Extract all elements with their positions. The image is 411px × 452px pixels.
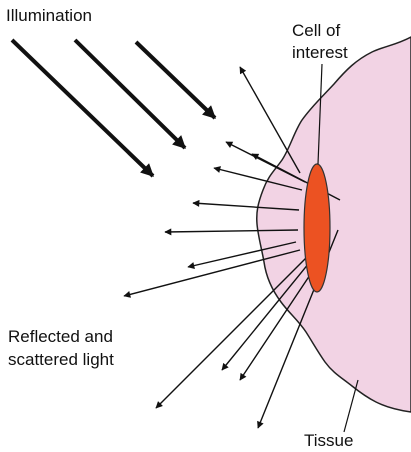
tissue-label: Tissue <box>304 431 353 450</box>
cell-label-line1: Cell of <box>292 21 340 40</box>
cell-label-line2: interest <box>292 43 348 62</box>
illumination-label: Illumination <box>6 6 92 25</box>
scatter-arrow <box>240 67 300 173</box>
illumination-arrows <box>12 40 215 176</box>
illumination-arrow <box>12 40 153 176</box>
cell-of-interest <box>304 164 330 292</box>
reflected-label-line1: Reflected and <box>8 327 113 346</box>
tissue-region <box>257 37 411 412</box>
illumination-arrow <box>75 40 185 148</box>
reflected-label-line2: scattered light <box>8 350 114 369</box>
scatter-arrow <box>156 258 306 408</box>
tissue-label-pointer <box>344 380 358 432</box>
illumination-arrow <box>136 42 215 118</box>
